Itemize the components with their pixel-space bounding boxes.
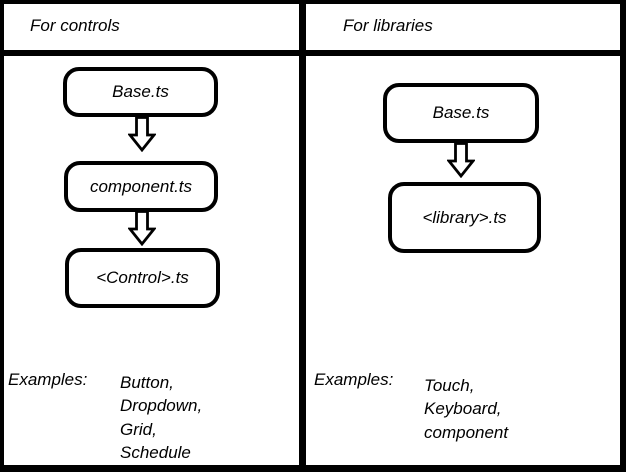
node-label: <library>.ts	[422, 207, 507, 227]
node-component-ts: component.ts	[64, 161, 218, 212]
libraries-panel-title: For libraries	[343, 16, 433, 35]
libraries-header-cell	[306, 4, 620, 50]
controls-examples-list: Button, Dropdown, Grid, Schedule	[120, 371, 202, 465]
node-library-ts: <library>.ts	[388, 182, 541, 253]
libraries-examples-list: Touch, Keyboard, component	[424, 374, 508, 444]
example-item: Keyboard,	[424, 399, 502, 419]
node-label: Base.ts	[432, 103, 490, 122]
node-base-ts-libraries: Base.ts	[383, 83, 539, 143]
libraries-examples-label: Examples:	[314, 370, 394, 389]
down-arrow-icon	[447, 142, 475, 178]
node-label: Base.ts	[112, 82, 169, 101]
down-arrow-icon	[128, 116, 156, 152]
example-item: component	[424, 422, 509, 442]
example-item: Schedule	[120, 443, 191, 463]
controls-header-cell	[4, 4, 299, 50]
controls-panel-title: For controls	[30, 16, 120, 35]
down-arrow-icon	[128, 210, 156, 246]
example-item: Touch,	[424, 376, 475, 395]
node-label: component.ts	[89, 176, 193, 196]
example-item: Grid,	[120, 419, 157, 439]
example-item: Button,	[120, 373, 174, 392]
example-item: Dropdown,	[120, 396, 203, 416]
node-label: <Control>.ts	[96, 268, 189, 287]
controls-examples-label: Examples:	[8, 370, 88, 389]
node-control-ts: <Control>.ts	[65, 248, 220, 308]
node-base-ts-controls: Base.ts	[63, 67, 218, 117]
